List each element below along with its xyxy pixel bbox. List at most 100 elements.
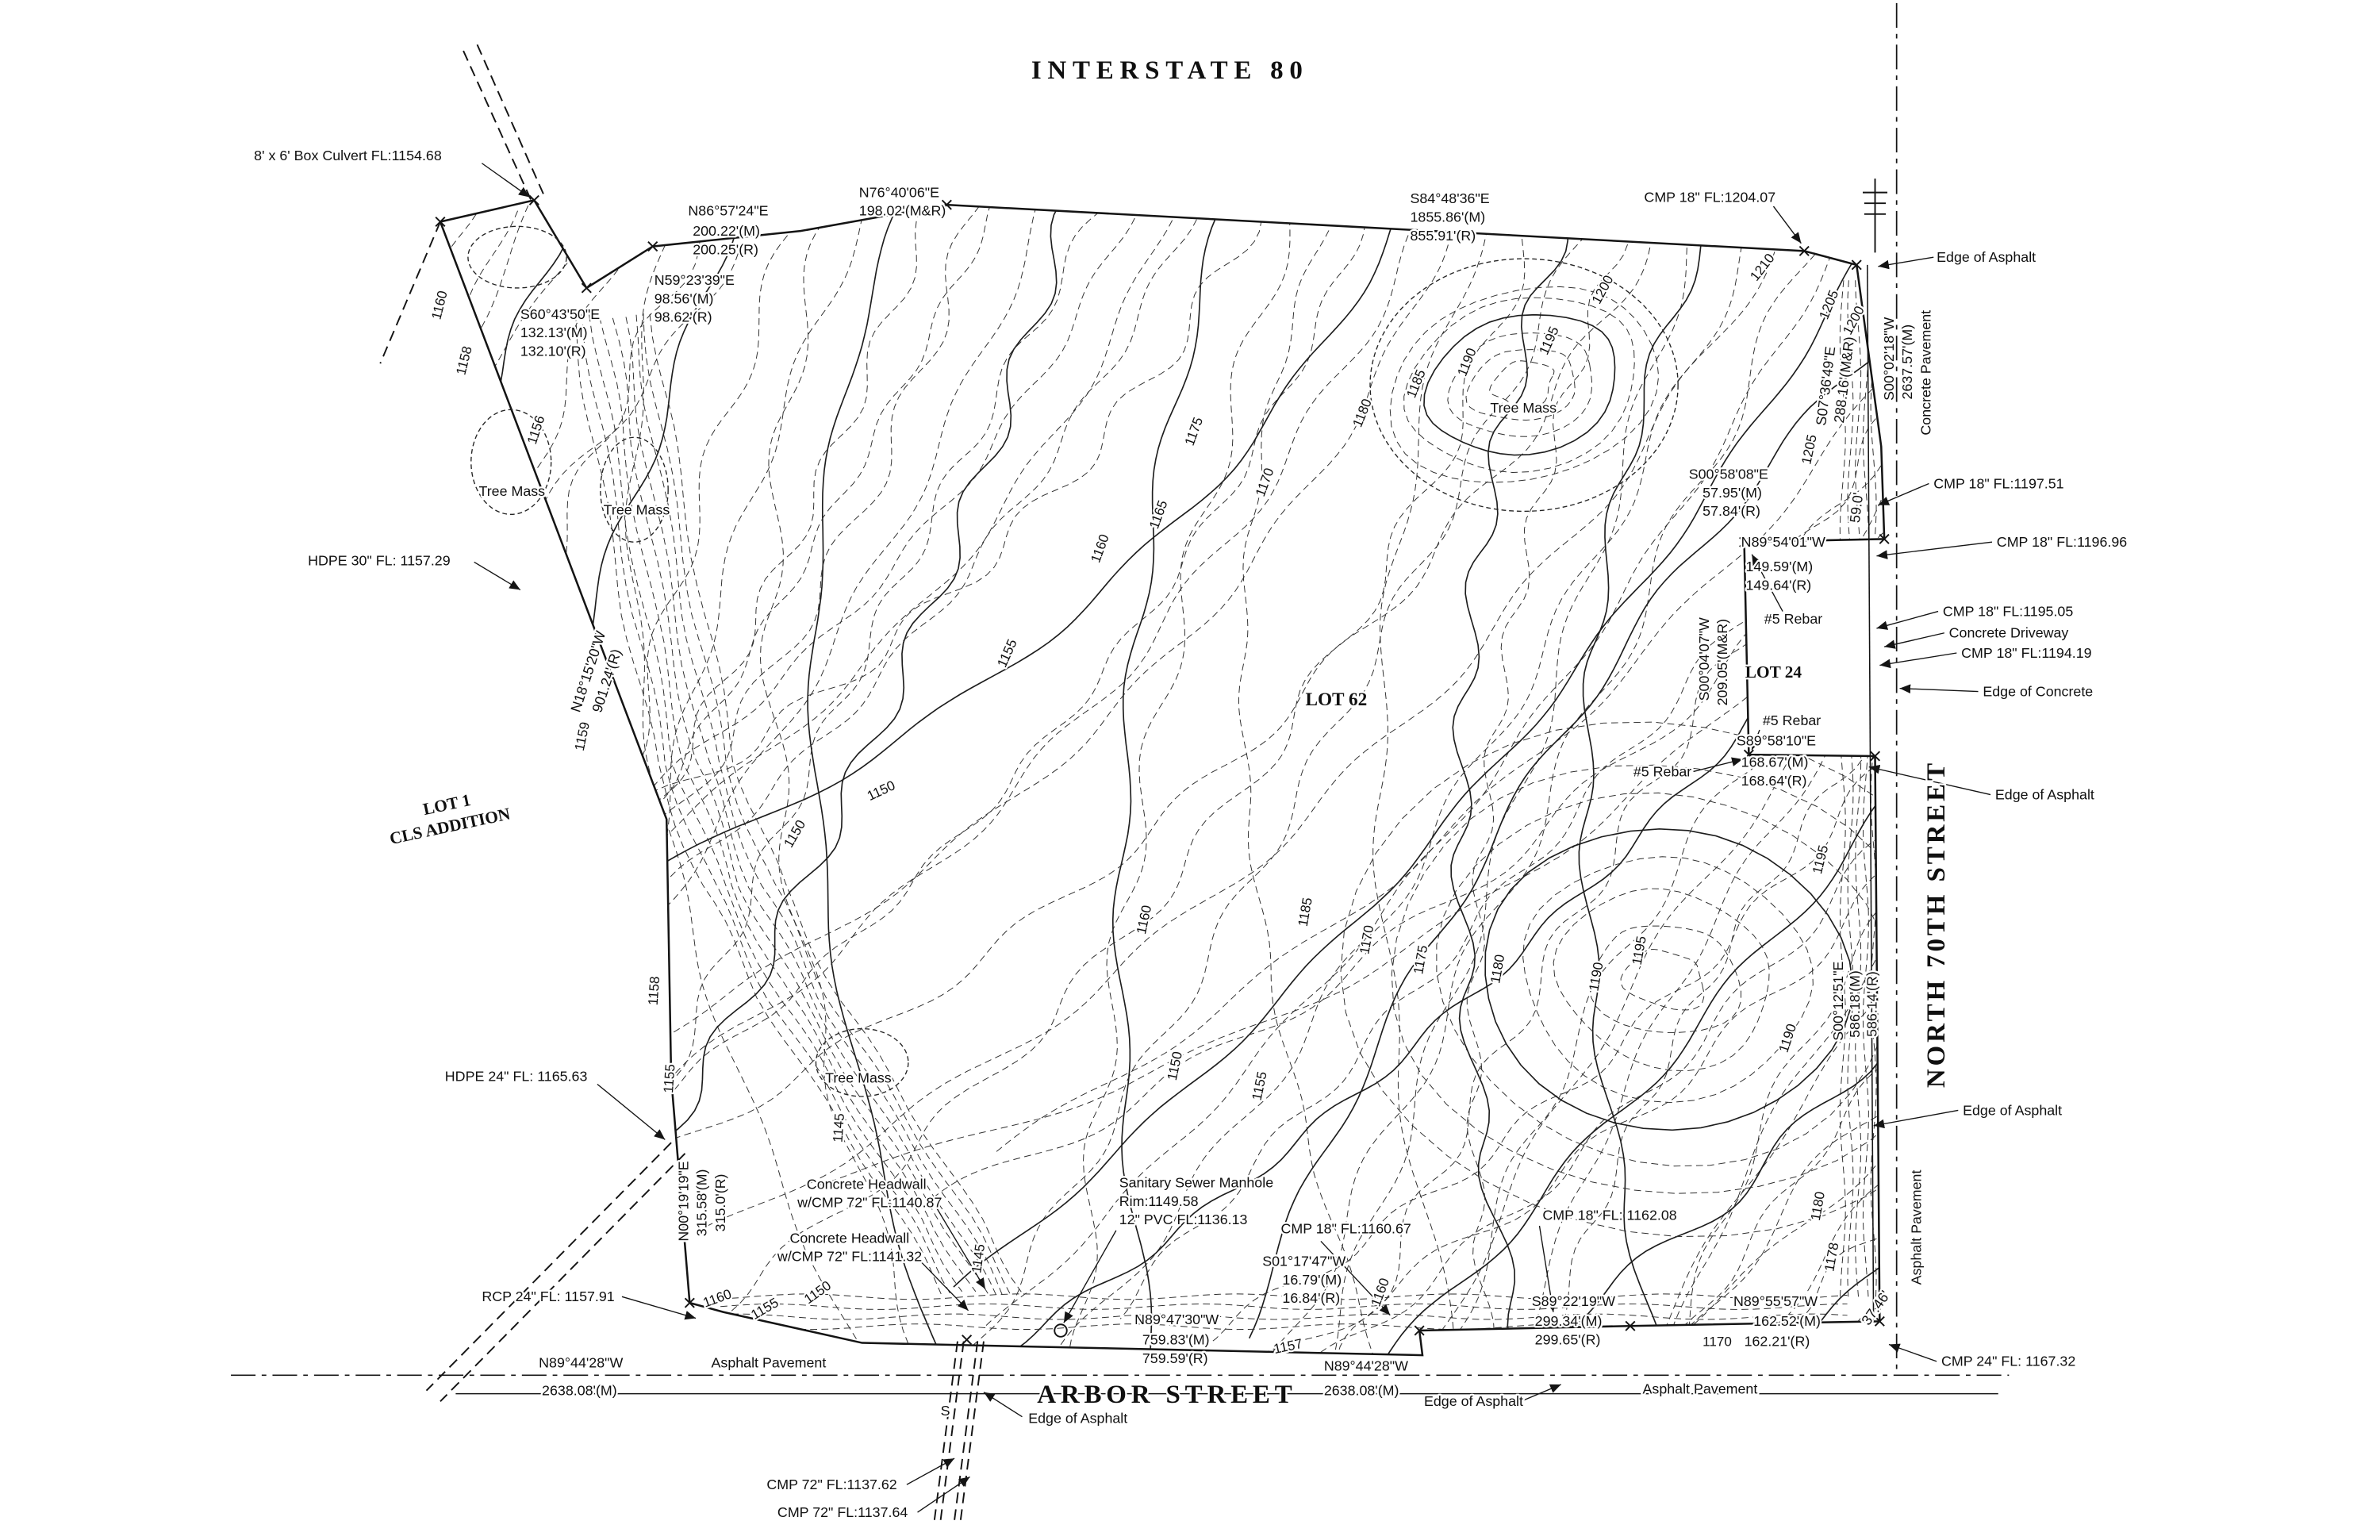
contour-field [440,200,1885,1356]
contour-line [1847,280,1854,1297]
contour-line [1257,202,1693,1356]
contour-line [649,313,1022,1292]
contour-line [699,209,1789,1231]
contour-line [599,317,977,1292]
contour-elevation-label: 1165 [1146,498,1170,531]
annotation-label: 209.05'(M&R) [1714,619,1730,706]
annotation-label: S00°02'18"W [1881,317,1897,401]
edge-of-concrete-callout-leader [1899,684,1979,693]
contour-line [575,313,942,1296]
contour-line [1447,332,1592,437]
contour-line [1438,700,1885,1356]
annotation-label: 16.79'(M) [1282,1272,1342,1288]
contour-elevation-label: 1180 [1808,1190,1828,1221]
edge-of-asphalt-se-leader [1873,1109,1959,1129]
annotation-label: 586.14'(R) [1864,971,1879,1037]
annotation-label: 200.25'(R) [693,241,758,257]
contour-line [1436,792,1885,1167]
contour-elevation-label: 1156 [524,413,547,446]
contour-line [1855,280,1862,1297]
headwall-2-line1: Concrete Headwall [789,1230,909,1246]
contour-line [720,1313,1848,1320]
contour-line [972,824,1885,1356]
row-dash-nw-2 [476,44,544,194]
contour-line [1862,280,1869,1297]
contour-line [1578,200,1826,1356]
edge-of-asphalt-e-leader [1868,764,1991,796]
survey-point-marker [1414,1325,1425,1336]
tree-mass-outline-w2 [600,436,669,543]
tree-mass-outline-ne [1369,258,1679,513]
contour-elevation-label: 1150 [801,1278,834,1308]
annotation-label: 57.95'(M) [1702,485,1762,501]
annotation-label: S60°43'50"E [520,306,600,322]
lot-24-label: LOT 24 [1745,662,1802,682]
contour-line [1522,856,1814,1104]
contour-line [584,200,1529,1356]
survey-point-marker [1625,1320,1636,1331]
arbor-street-label: ARBOR STREET [1037,1381,1296,1409]
contour-line [1406,1096,1885,1356]
cmp72-b-callout: CMP 72" FL:1137.64 [777,1504,908,1520]
contour-line [440,209,1177,1229]
annotation-label: 168.67'(M) [1741,755,1809,770]
headwall-2-line2: w/CMP 72" FL:1141.32 [777,1249,922,1265]
annotation-label: N89°44'28"W [539,1355,623,1371]
contour-line [440,200,933,1356]
contour-line [440,202,574,1300]
contour-line [440,200,539,1182]
contour-line [1059,1218,1885,1356]
cmp72-b-callout-leader [917,1476,970,1513]
annotation-label: 149.59'(M) [1746,559,1814,574]
contour-elevation-label: 1160 [1368,1276,1392,1308]
contour-elevation-label: 1195 [1536,325,1561,357]
cmp18-1160-callout-leader [1320,1240,1391,1316]
cmp18-1194-callout-leader [1879,652,1957,669]
annotation-label: N89°47'30"W [1134,1311,1219,1327]
sanitary-manhole-line2: Rim:1149.58 [1119,1193,1199,1209]
hdpe30-callout: HDPE 30" FL: 1157.29 [308,552,451,568]
annotation-label: 168.64'(R) [1741,773,1807,789]
survey-point-marker [581,282,592,294]
asphalt-pavement-s1: Asphalt Pavement [712,1355,827,1371]
asphalt-pavement-e: Asphalt Pavement [1909,1170,1925,1285]
asphalt-pavement-s2: Asphalt Pavement [1643,1381,1758,1397]
edge-of-asphalt-s1: Edge of Asphalt [1028,1410,1127,1426]
contour-line [917,747,1885,1356]
cmp18-1195-callout-leader [1876,610,1939,630]
rcp24-callout-leader [621,1296,697,1320]
contour-elevation-label: 1150 [1165,1050,1185,1082]
sanitary-line-s: S [941,1403,950,1419]
rebar-ne-callout: #5 Rebar [1764,611,1822,627]
contour-line [1302,643,1885,1356]
contour-line [1389,286,1660,483]
edge-of-asphalt-s2-leader [1520,1384,1561,1402]
contour-line [1340,721,1885,1238]
annotation-label: 315.58'(M) [694,1169,710,1237]
survey-point-marker [1874,1315,1885,1327]
contour-line [440,200,764,1146]
contour-line [1489,360,1555,410]
survey-point-marker [962,1335,973,1346]
edge-of-asphalt-s2: Edge of Asphalt [1424,1393,1523,1409]
concrete-driveway-callout-leader [1884,632,1944,649]
contour-line [612,317,988,1294]
sanitary-manhole-line3: 12" PVC FL:1136.13 [1119,1212,1248,1227]
contour-elevation-label: 1175 [1182,415,1206,447]
contour-elevation-label: 1175 [1411,944,1430,975]
concrete-driveway-callout: Concrete Driveway [1949,625,2069,641]
contour-line [517,200,816,1356]
annotation-label: 198.02'(M&R) [859,203,946,219]
annotation-label: 132.10'(R) [520,343,586,359]
contour-elevation-label: 1180 [1349,397,1374,429]
tree-mass-w: Tree Mass [604,501,670,517]
contour-line [440,201,1401,1092]
contour-elevation-label: 1160 [428,289,450,321]
cmp18-1195-callout: CMP 18" FL:1195.05 [1943,603,2073,619]
hdpe30-callout-leader [474,561,521,590]
annotation-label: 299.34'(M) [1535,1313,1603,1329]
contour-line [1620,948,1705,1011]
contour-line [1557,931,1885,1356]
